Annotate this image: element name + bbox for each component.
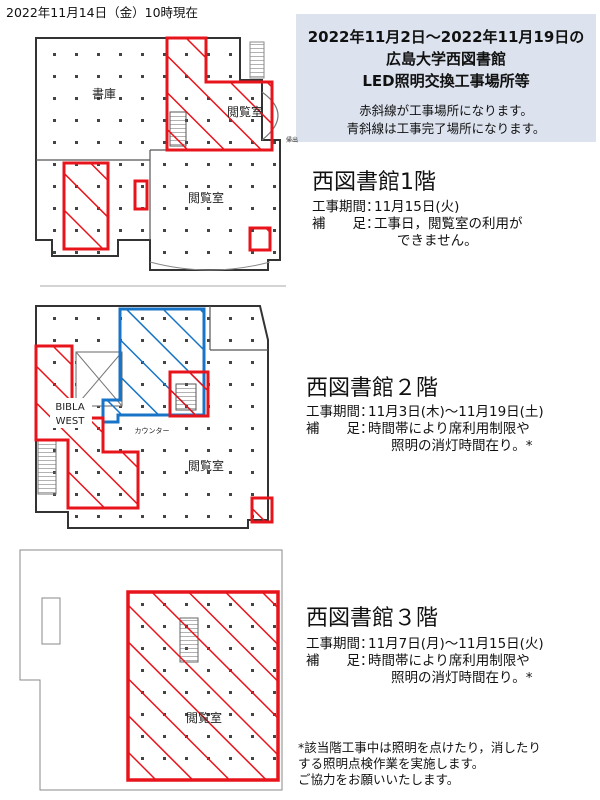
floor3-period-label: 工事期間： [306,636,374,652]
floor3-title: 西図書館３階 [306,606,439,631]
notice-title-line3: LED照明交換工事場所等 [362,72,530,90]
floor2-period-label: 工事期間： [306,404,374,420]
floor2-info: 工事期間：11月3日(木)～11月19日(土) 補 足：時間帯により席利用制限や… [306,404,544,455]
floor2-title: 西図書館２階 [306,376,439,401]
notice-box: 2022年11月2日～2022年11月19日の 広島大学西図書館 LED照明交換… [296,14,596,142]
footnote: *該当階工事中は照明を点けたり，消したり する照明点検作業を実施します。 ご協力… [298,740,541,788]
floor3-info: 工事期間：11月7日(月)～11月15日(火) 補 足：時間帯により席利用制限や… [306,636,544,687]
f2-counter-label: カウンター [135,426,170,435]
floor3-period: 11月7日(月)～11月15日(火) [368,636,544,652]
f2-reading-room-label: 閲覧室 [188,458,224,473]
f1-reading-room-a-label: 閲覧室 [227,104,263,119]
floor2-note-label: 補 足： [306,421,374,437]
floor2-plan: BIBLA WEST カウンター 閲覧室 [34,305,274,529]
floor1-period: 11月15日(火) [374,199,460,215]
floor1-note-line2: できません。 [397,233,478,249]
status-timestamp: 2022年11月14日（金）10時現在 [6,5,199,20]
floor1-plan: 書庫 閲覧室 閲覧室 帰出 [35,36,298,271]
floor1-note-label: 補 足： [312,216,380,232]
f1-reading-room-b-label: 閲覧室 [188,190,224,205]
f2-west-label: WEST [56,416,86,427]
notice-title-line1: 2022年11月2日～2022年11月19日の [307,28,585,46]
floor3-note-label: 補 足： [306,653,374,669]
f2-bibla-label: BIBLA [55,402,84,413]
footnote-line1: *該当階工事中は照明を点けたり，消したり [298,740,541,755]
floor1-title: 西図書館1階 [312,170,436,195]
footnote-line2: する照明点検作業を実施します。 [298,756,485,771]
floor2-note-line2: 照明の消灯時間在り。* [391,438,533,454]
floor3-note-line1: 時間帯により席利用制限や [368,653,530,669]
notice-legend-blue: 青斜線は工事完了場所になります。 [346,121,546,136]
floor2-period: 11月3日(木)～11月19日(土) [368,404,544,420]
floor3-plan: 閲覧室 [19,549,283,791]
footnote-line3: ご協力をお願いいたします。 [298,772,460,787]
notice-title-line2: 広島大学西図書館 [385,50,506,68]
floor3-note-line2: 照明の消灯時間在り。* [391,670,533,686]
floor1-period-label: 工事期間： [312,199,380,215]
floor1-info: 工事期間：11月15日(火) 補 足：工事日，閲覧室の利用が できません。 [312,199,523,250]
floor2-note-line1: 時間帯により席利用制限や [368,421,530,437]
f1-stacks-label: 書庫 [92,87,116,101]
f1-exit-label: 帰出 [286,136,298,144]
f3-reading-room-label: 閲覧室 [186,710,222,725]
notice-legend-red: 赤斜線が工事場所になります。 [359,103,533,118]
floor1-note-line1: 工事日，閲覧室の利用が [374,216,523,232]
